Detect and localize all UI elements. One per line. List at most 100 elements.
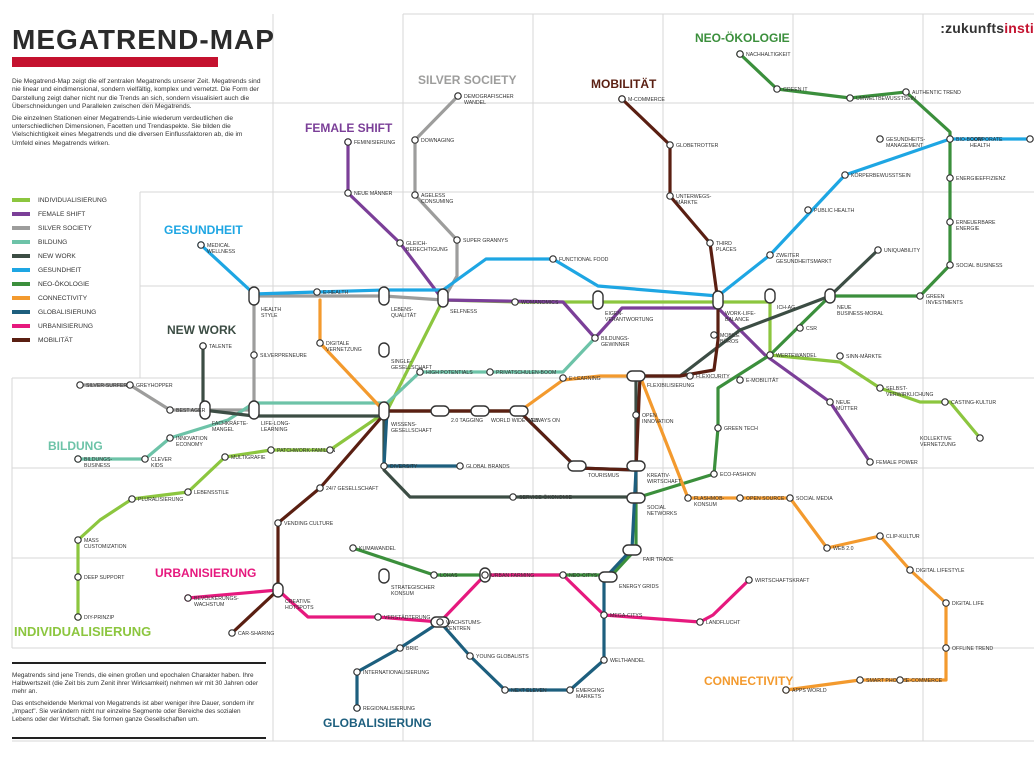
station bbox=[876, 532, 884, 540]
station-label: BILDUNGS-GEWINNER bbox=[601, 336, 630, 348]
station bbox=[267, 446, 275, 454]
legend-item: BILDUNG bbox=[12, 235, 107, 249]
grid-lines bbox=[11, 13, 1034, 742]
station-label: OPEN SOURCE bbox=[746, 496, 785, 502]
station bbox=[876, 135, 884, 143]
trend-line bbox=[199, 137, 1032, 298]
station-label: WORLD WIDE WEB bbox=[491, 418, 539, 424]
station-label: GREEN TECH bbox=[724, 426, 758, 432]
legend-swatch bbox=[12, 268, 30, 272]
legend-item: MOBILITÄT bbox=[12, 333, 107, 347]
legend-item: INDIVIDUALISIERUNG bbox=[12, 193, 107, 207]
station-label: SELBST-VERWIRKLICHUNG bbox=[886, 386, 933, 398]
station bbox=[511, 298, 519, 306]
station-label: ALWAYS ON bbox=[530, 418, 560, 424]
station bbox=[736, 494, 744, 502]
brand-logo: :zukunftsinsti bbox=[940, 20, 1034, 36]
intro-text: Die Megatrend-Map zeigt die elf zentrale… bbox=[12, 78, 262, 151]
station bbox=[501, 686, 509, 694]
station-label: NACHHALTIGKEIT bbox=[746, 52, 791, 58]
station bbox=[549, 255, 557, 263]
station-label: VENDING CULTURE bbox=[284, 521, 334, 527]
legend-label: URBANISIERUNG bbox=[38, 322, 93, 330]
legend-label: CONNECTIVITY bbox=[38, 294, 88, 302]
hub-station bbox=[622, 544, 642, 556]
station bbox=[736, 376, 744, 384]
station-label: FLEXIBILISIERUNG bbox=[647, 383, 694, 389]
station bbox=[906, 566, 914, 574]
station bbox=[666, 192, 674, 200]
station bbox=[199, 342, 207, 350]
station-label: KREATIV-WIRTSCHAFT bbox=[647, 473, 682, 485]
station-label: DEEP SUPPORT bbox=[84, 575, 125, 581]
hub-station bbox=[509, 405, 529, 417]
station-label: BILDUNGS-BUSINESS bbox=[84, 457, 113, 469]
trend-line-label: NEO-ÖKOLOGIE bbox=[695, 30, 790, 45]
station bbox=[74, 455, 82, 463]
station-label: NEUE MÄNNER bbox=[354, 190, 393, 197]
station bbox=[710, 470, 718, 478]
station bbox=[876, 384, 884, 392]
legend-swatch bbox=[12, 240, 30, 244]
station bbox=[696, 618, 704, 626]
station-label: GESUNDHEITS-MANAGEMENT bbox=[886, 137, 925, 149]
station bbox=[166, 434, 174, 442]
station bbox=[600, 656, 608, 664]
trend-line bbox=[78, 94, 460, 412]
legend-swatch bbox=[12, 212, 30, 216]
station-label: REGIONALISIERUNG bbox=[363, 706, 415, 712]
legend-label: FEMALE SHIFT bbox=[38, 210, 86, 218]
station bbox=[916, 292, 924, 300]
station-label: BEVÖLKERUNGS-WACHSTUM bbox=[194, 595, 239, 608]
station bbox=[874, 246, 882, 254]
hub-station bbox=[199, 400, 211, 420]
station bbox=[316, 484, 324, 492]
station-label: LOHAS bbox=[440, 573, 458, 579]
hub-station bbox=[378, 568, 390, 584]
station-label: SUPER GRANNYS bbox=[463, 238, 509, 244]
trend-line-label: GLOBALISIERUNG bbox=[323, 716, 432, 730]
hub-station bbox=[626, 460, 646, 472]
station bbox=[166, 406, 174, 414]
station bbox=[313, 288, 321, 296]
legend-swatch bbox=[12, 296, 30, 300]
trend-line-label: BILDUNG bbox=[48, 439, 103, 453]
legend-swatch bbox=[12, 282, 30, 286]
station-label: SOCIAL BUSINESS bbox=[956, 263, 1003, 269]
station bbox=[453, 236, 461, 244]
station-label: BEST AGER bbox=[176, 408, 206, 414]
station-label: GLOBETROTTER bbox=[676, 143, 719, 149]
legend-label: MOBILITÄT bbox=[38, 336, 73, 344]
station-label: DIVERSITY bbox=[390, 464, 418, 470]
hub-station bbox=[272, 582, 284, 598]
station bbox=[773, 85, 781, 93]
trend-line bbox=[186, 573, 751, 624]
station-label: GREYHOPPER bbox=[136, 383, 173, 389]
station-label: WORK-LIFE-BALANCE bbox=[725, 311, 756, 323]
station bbox=[344, 189, 352, 197]
hub-station bbox=[378, 286, 390, 306]
station-label: LANDFLUCHT bbox=[706, 620, 741, 626]
station bbox=[618, 95, 626, 103]
station-label: SINN-MÄRKTE bbox=[846, 353, 882, 360]
station-label: DOWNAGING bbox=[421, 138, 454, 144]
station bbox=[804, 206, 812, 214]
legend-swatch bbox=[12, 310, 30, 314]
station bbox=[128, 495, 136, 503]
station bbox=[1026, 135, 1034, 143]
station bbox=[836, 352, 844, 360]
station bbox=[380, 462, 388, 470]
station-label: MULTIGRAFIE bbox=[231, 455, 266, 461]
trend-line-label: URBANISIERUNG bbox=[155, 566, 256, 580]
station bbox=[942, 599, 950, 607]
station bbox=[706, 239, 714, 247]
